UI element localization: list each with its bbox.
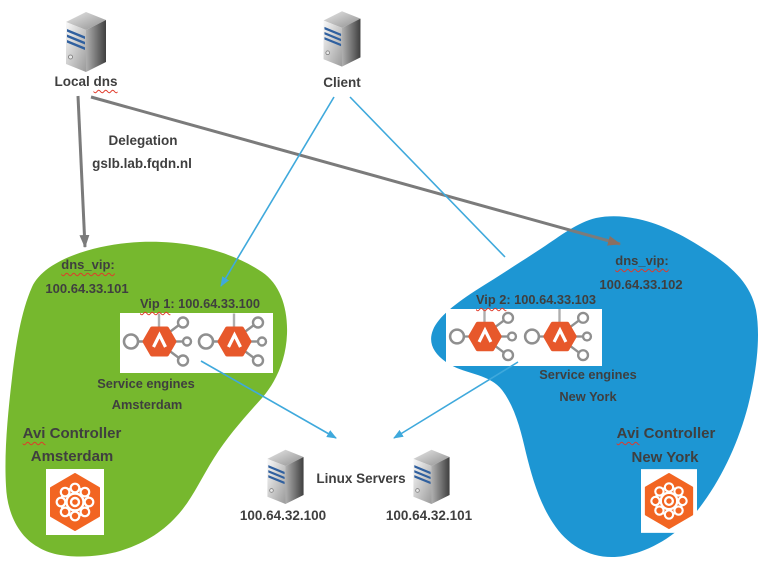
amsterdam-controller-rest: Controller — [49, 425, 122, 442]
new-york-dns-vip-ip: 100.64.33.102 — [599, 277, 683, 292]
linux-server-1-ip: 100.64.32.100 — [239, 508, 327, 523]
local-dns-label-prefix: Local — [54, 74, 90, 89]
local-dns-server-icon — [65, 11, 107, 73]
new-york-controller-city: New York — [631, 449, 699, 466]
new-york-dns-vip-label: dns_vip: — [615, 253, 669, 268]
local-dns-label-word: dns — [93, 74, 118, 89]
arrow-amsterdam-se-to-servers — [200, 360, 337, 439]
amsterdam-dns-vip-ip: 100.64.33.101 — [45, 281, 129, 296]
line-client-to-vip2 — [349, 96, 506, 258]
delegation-domain: gslb.lab.fqdn.nl — [92, 156, 192, 171]
new-york-vip-label: Vip 2: 100.64.33.103 — [475, 292, 597, 307]
amsterdam-vip-ip: : 100.64.33.100 — [170, 296, 261, 311]
amsterdam-controller-city: Amsterdam — [30, 448, 114, 465]
linux-server-2-ip: 100.64.32.101 — [385, 508, 473, 523]
new-york-service-engines-city: New York — [559, 389, 617, 404]
linux-server-2-icon — [413, 449, 450, 505]
linux-server-1-icon — [267, 449, 304, 505]
amsterdam-controller-label: Avi Controller — [22, 425, 122, 443]
new-york-service-engines-label: Service engines — [539, 367, 637, 382]
delegation-title: Delegation — [108, 133, 178, 148]
amsterdam-vip-word: Vip 1 — [139, 296, 171, 311]
arrow-localdns-to-amsterdam-dnsvip — [76, 95, 90, 248]
new-york-controller-rest: Controller — [643, 425, 716, 442]
arrow-newyork-se-to-servers — [393, 361, 519, 439]
linux-servers-label: Linux Servers — [316, 471, 406, 486]
new-york-controller-word: Avi — [616, 425, 640, 442]
new-york-site-blob — [431, 216, 759, 558]
local-dns-label: Local dns — [54, 74, 118, 90]
arrow-localdns-to-newyork-dnsvip — [90, 95, 621, 246]
amsterdam-dns-vip-label: dns_vip: — [61, 257, 115, 272]
client-server-icon — [323, 10, 361, 68]
new-york-vip-word: Vip 2 — [475, 292, 507, 307]
new-york-vip-ip: : 100.64.33.103 — [506, 292, 597, 307]
amsterdam-service-engines-label: Service engines — [97, 376, 195, 391]
arrow-client-to-vip1 — [220, 96, 335, 287]
amsterdam-avi-controller-logo — [46, 469, 104, 535]
client-label: Client — [323, 75, 361, 90]
amsterdam-vip-label: Vip 1: 100.64.33.100 — [139, 296, 261, 311]
new-york-avi-controller-logo — [641, 468, 697, 534]
amsterdam-controller-word: Avi — [22, 425, 46, 442]
amsterdam-service-engines-city: Amsterdam — [111, 397, 183, 412]
new-york-controller-label: Avi Controller — [616, 425, 716, 443]
